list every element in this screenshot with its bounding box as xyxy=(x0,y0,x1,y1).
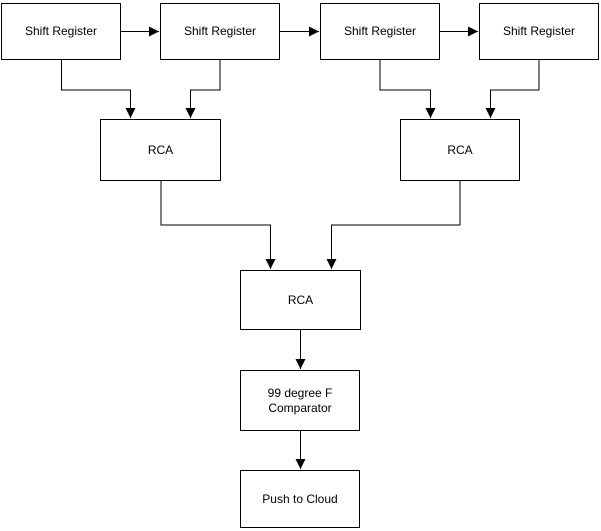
node-label: RCA xyxy=(287,292,314,307)
node-shift-register-4: Shift Register xyxy=(479,3,599,60)
node-label: 99 degree F Comparator xyxy=(267,385,333,415)
node-label: RCA xyxy=(447,142,473,157)
node-push-to-cloud: Push to Cloud xyxy=(240,470,360,528)
node-label: Push to Cloud xyxy=(262,491,338,506)
node-shift-register-2: Shift Register xyxy=(160,3,280,60)
node-rca-center: RCA xyxy=(240,270,361,330)
node-label: RCA xyxy=(147,142,174,157)
edge-rca-left-rca-center xyxy=(160,181,276,269)
node-rca-left: RCA xyxy=(100,119,221,181)
node-comparator: 99 degree F Comparator xyxy=(240,370,360,431)
node-label: Shift Register xyxy=(502,24,576,38)
node-rca-right: RCA xyxy=(400,119,520,181)
node-label: Shift Register xyxy=(343,24,417,38)
edge-sr2-rca-left xyxy=(185,60,221,118)
node-label: Shift Register xyxy=(183,24,257,38)
node-label: Shift Register xyxy=(24,24,98,38)
node-shift-register-1: Shift Register xyxy=(1,3,121,60)
edge-rca-right-rca-center xyxy=(326,181,461,269)
node-shift-register-3: Shift Register xyxy=(320,3,440,60)
edge-sr3-rca-right xyxy=(379,60,436,118)
edge-sr4-rca-right xyxy=(485,60,540,118)
edge-sr1-rca-left xyxy=(61,60,136,118)
